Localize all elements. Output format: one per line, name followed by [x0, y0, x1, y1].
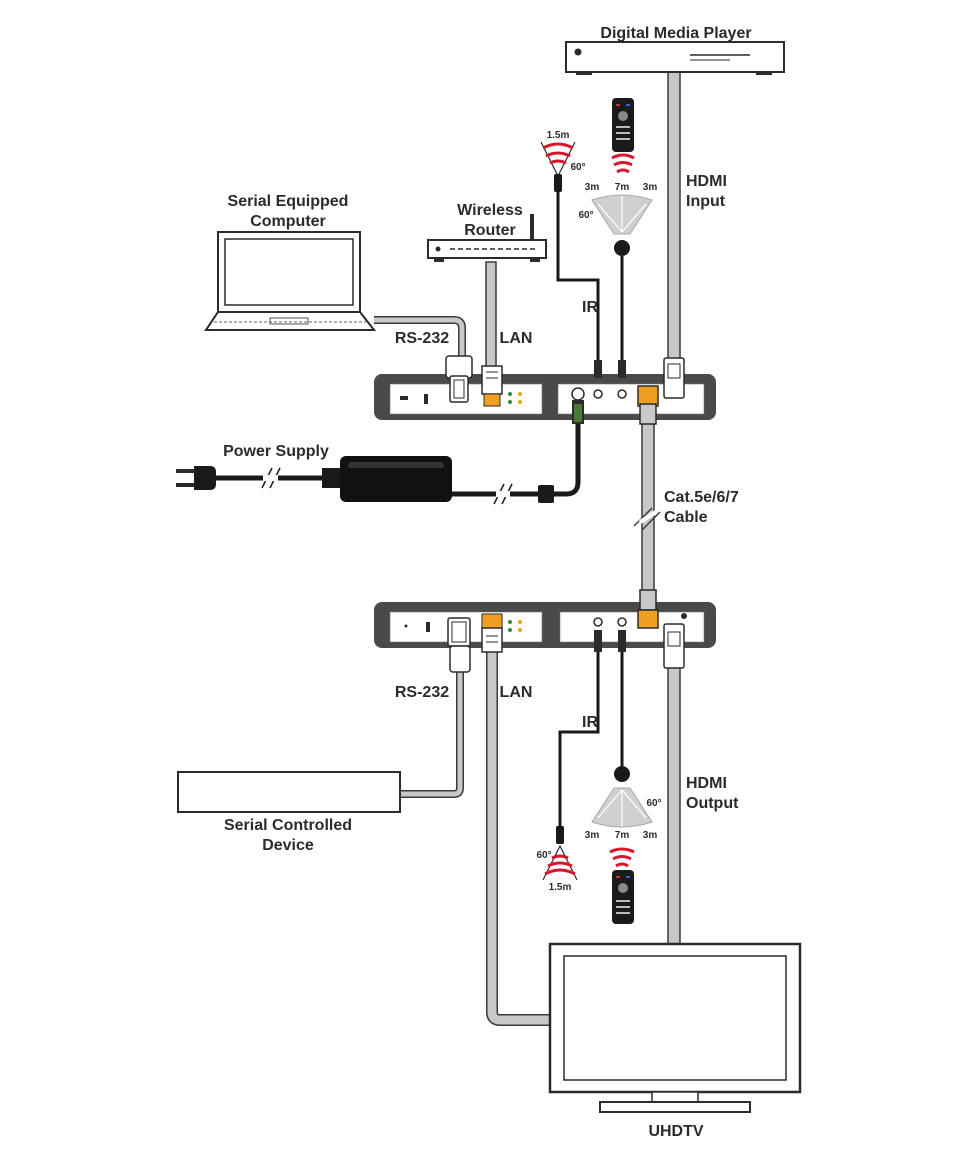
ir-jacks-top [593, 360, 627, 399]
hdmi-in-port [663, 357, 685, 399]
transmitter-unit [374, 355, 716, 425]
blaster-angle-bottom: 60° [536, 850, 551, 861]
receiver-center-bottom: 7m [615, 830, 630, 841]
power-supply-label: Power Supply [223, 443, 329, 460]
wireless-router: Wireless Router [427, 202, 547, 262]
receiver-right-bottom: 3m [643, 830, 658, 841]
connection-labels: RS-232 LAN IR HDMI Input Cat.5e/6/7 Cabl… [395, 173, 739, 812]
ir-blaster-top: 1.5m 60° [540, 130, 586, 192]
ir-blaster-cable-top [556, 192, 600, 362]
power-cable [210, 422, 581, 505]
rs232-port-bottom [447, 617, 471, 673]
hdbaset-port-top [637, 385, 659, 425]
hdmi-output-label-line2: Output [686, 795, 739, 812]
hdmi-output-cable [667, 665, 681, 945]
rs232-top-label: RS-232 [395, 330, 449, 347]
ir-top-label: IR [582, 299, 598, 316]
hdmi-input-cable [667, 69, 681, 371]
ir-receiver-bottom: 60° 3m 7m 3m [585, 766, 662, 841]
serial-controlled-device: Serial Controlled Device [177, 771, 401, 854]
receiver-angle-bottom: 60° [646, 798, 661, 809]
power-supply: Power Supply [176, 443, 452, 502]
hdbaset-port-bottom [637, 589, 659, 629]
lan-port-top [481, 365, 503, 407]
cable-label-line1: Cat.5e/6/7 [664, 489, 739, 506]
serial-device-label-line2: Device [262, 837, 314, 854]
lan-port-bottom [481, 613, 503, 653]
remote-control-top [611, 98, 635, 174]
lan-bottom-label: LAN [500, 684, 533, 701]
lan-top-cable [485, 261, 497, 371]
blaster-range-top: 1.5m [547, 130, 570, 141]
receiver-center-top: 7m [615, 182, 630, 193]
uhdtv: UHDTV [548, 942, 802, 1140]
lan-bottom-cable [486, 650, 552, 1026]
digital-media-player: Digital Media Player [565, 25, 785, 75]
tv-label: UHDTV [648, 1123, 703, 1140]
power-jack [571, 387, 585, 424]
ir-receiver-top: 3m 7m 3m 60° [578, 182, 657, 256]
blaster-range-bottom: 1.5m [549, 882, 572, 893]
rs232-bottom-label: RS-232 [395, 684, 449, 701]
hdmi-input-label-line1: HDMI [686, 173, 727, 190]
ir-jacks-bottom [593, 617, 627, 652]
hdmi-input-label-line2: Input [686, 193, 726, 210]
ir-blaster-cable-bottom [558, 650, 600, 828]
rs232-port-top [445, 355, 473, 403]
serial-device-label-line1: Serial Controlled [224, 817, 352, 834]
rs232-bottom-cable [400, 672, 464, 798]
media-player-label: Digital Media Player [600, 25, 751, 42]
receiver-unit [374, 589, 716, 673]
lan-top-label: LAN [500, 330, 533, 347]
router-label-line2: Router [464, 222, 516, 239]
blaster-angle-top: 60° [570, 162, 585, 173]
cable-label-line2: Cable [664, 509, 708, 526]
cat-cable [633, 419, 661, 593]
hdmi-out-port [663, 613, 687, 669]
ir-blaster-bottom: 60° 1.5m [536, 826, 578, 893]
receiver-left-top: 3m [585, 182, 600, 193]
receiver-angle-top: 60° [578, 210, 593, 221]
hdmi-output-label-line1: HDMI [686, 775, 727, 792]
router-label-line1: Wireless [457, 202, 523, 219]
remote-control-bottom [609, 847, 635, 924]
computer-label-line2: Computer [250, 213, 326, 230]
rs232-top-cable [374, 316, 466, 356]
ir-bottom-label: IR [582, 714, 598, 731]
serial-equipped-computer: Serial Equipped Computer [204, 193, 377, 331]
computer-label-line1: Serial Equipped [228, 193, 349, 210]
receiver-left-bottom: 3m [585, 830, 600, 841]
receiver-right-top: 3m [643, 182, 658, 193]
